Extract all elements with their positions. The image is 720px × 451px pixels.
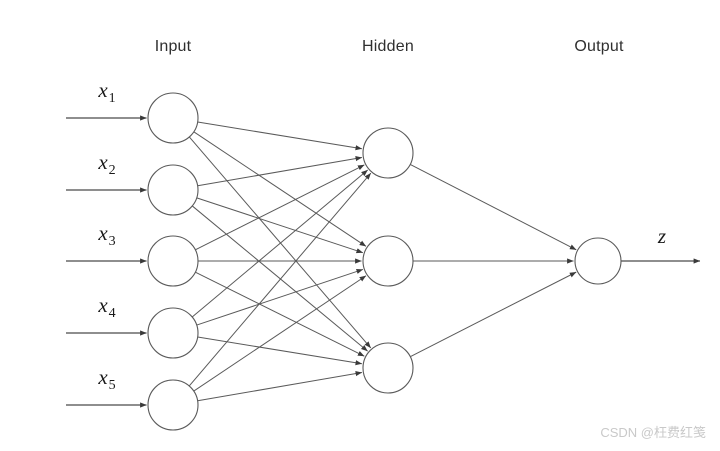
hidden-node-2	[362, 235, 414, 287]
heading-hidden: Hidden	[362, 38, 414, 55]
edge-input-2-hidden-1	[197, 156, 363, 187]
heading-output: Output	[574, 38, 624, 55]
input-node-1	[147, 92, 199, 144]
edge-input-3-hidden-3	[195, 271, 365, 357]
input-feed-arrows	[66, 115, 147, 408]
edge-input-1-hidden-2	[193, 131, 367, 247]
edge-input-5-hidden-2	[193, 275, 367, 392]
edge-input-5-hidden-1	[188, 172, 372, 387]
input-node-2	[147, 164, 199, 216]
edge-hidden-1-output-1	[410, 163, 577, 251]
output-label-z: z	[657, 224, 666, 248]
edge-input-1-hidden-1	[197, 121, 363, 151]
output-node-1	[574, 237, 622, 285]
watermark: CSDN @枉费红笺	[600, 425, 706, 440]
edge-input-5-hidden-3	[197, 371, 363, 402]
edges-hidden-to-output	[410, 163, 577, 358]
edge-input-2-hidden-2	[196, 197, 364, 254]
input-label-5: x5	[97, 365, 115, 393]
heading-input: Input	[155, 38, 192, 55]
input-node-4	[147, 307, 199, 359]
output-nodes	[574, 237, 622, 285]
edges-input-to-hidden	[188, 121, 372, 402]
hidden-nodes	[362, 127, 414, 394]
layer-headings: Input Hidden Output	[155, 38, 624, 55]
input-label-1: x1	[97, 78, 115, 106]
edge-hidden-3-output-1	[410, 271, 577, 358]
hidden-node-3	[362, 342, 414, 394]
edge-input-1-hidden-3	[188, 136, 372, 349]
edge-input-3-hidden-1	[195, 164, 365, 251]
edge-input-4-hidden-1	[191, 169, 369, 318]
output-label: z	[657, 224, 666, 248]
input-node-3	[147, 235, 199, 287]
input-label-3: x3	[97, 221, 115, 249]
edge-input-4-hidden-2	[196, 268, 364, 326]
input-label-4: x4	[97, 293, 115, 321]
edge-input-4-hidden-3	[197, 336, 363, 366]
input-nodes	[147, 92, 199, 431]
hidden-node-1	[362, 127, 414, 179]
input-node-5	[147, 379, 199, 431]
input-labels: x1 x2 x3 x4 x5	[97, 78, 115, 393]
edge-input-2-hidden-3	[191, 205, 368, 352]
input-label-2: x2	[97, 150, 115, 178]
